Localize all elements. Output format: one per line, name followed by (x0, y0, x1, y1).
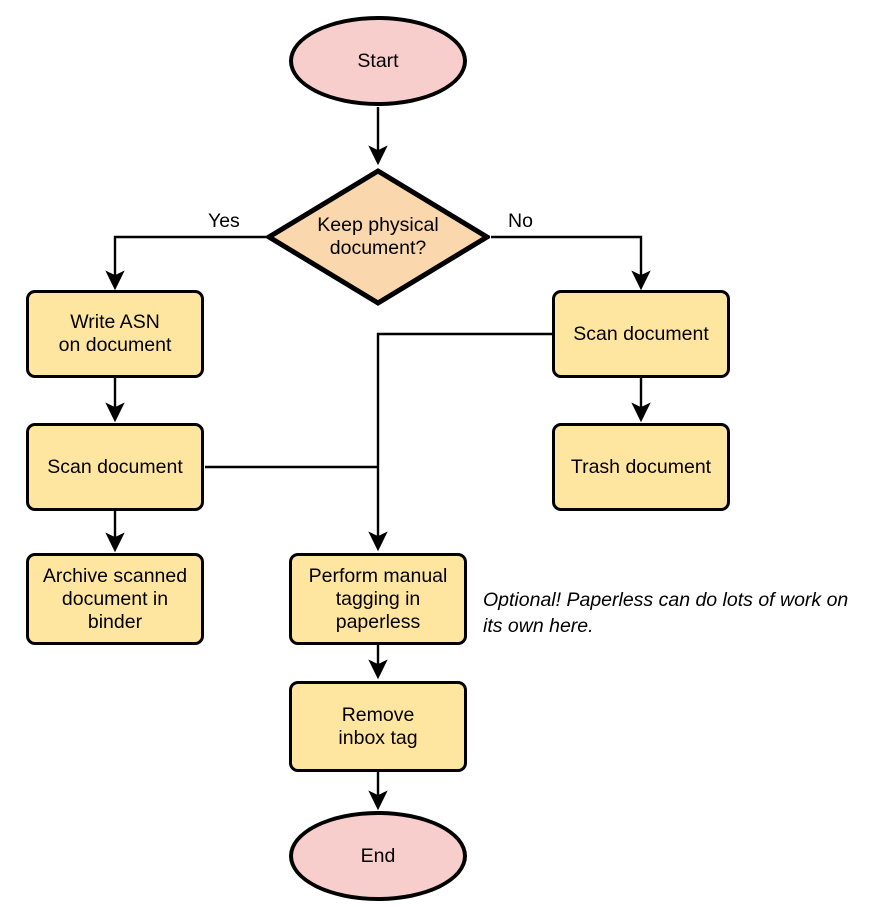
node-start[interactable]: Start (289, 16, 467, 106)
node-scan-document-right-label: Scan document (573, 322, 709, 345)
node-archive-label: Archive scanned document in binder (42, 564, 188, 633)
annotation-optional-note: Optional! Paperless can do lots of work … (483, 589, 849, 637)
node-decision-label: Keep physical document? (317, 214, 439, 259)
edge-decision-no-to-scan-right (491, 235, 651, 291)
node-trash-document-label: Trash document (570, 455, 712, 478)
edge-label-no: No (508, 210, 533, 232)
node-scan-document-left[interactable]: Scan document (26, 423, 204, 511)
node-perform-manual-tagging-in-paperless[interactable]: Perform manual tagging in paperless (289, 553, 467, 645)
node-trash-document[interactable]: Trash document (552, 423, 730, 511)
node-write-asn-on-document[interactable]: Write ASN on document (26, 290, 204, 378)
node-end[interactable]: End (289, 811, 467, 901)
edge-scan-right-to-tagging (368, 332, 552, 552)
node-tagging-label: Perform manual tagging in paperless (308, 564, 448, 633)
diamond-shape-icon (266, 168, 490, 306)
edge-label-yes: Yes (208, 210, 240, 232)
node-end-label: End (360, 844, 396, 867)
node-decision-keep-physical-document[interactable]: Keep physical document? (266, 168, 490, 306)
node-remove-inbox-tag[interactable]: Remove inbox tag (289, 681, 467, 772)
node-write-asn-label: Write ASN on document (58, 311, 172, 356)
node-scan-document-right[interactable]: Scan document (552, 290, 730, 378)
node-scan-document-left-label: Scan document (47, 455, 183, 478)
node-archive-scanned-document-in-binder[interactable]: Archive scanned document in binder (26, 553, 204, 645)
node-remove-inbox-tag-label: Remove inbox tag (338, 703, 418, 749)
edge-decision-yes-to-write-asn (105, 235, 266, 291)
node-start-label: Start (357, 49, 399, 72)
